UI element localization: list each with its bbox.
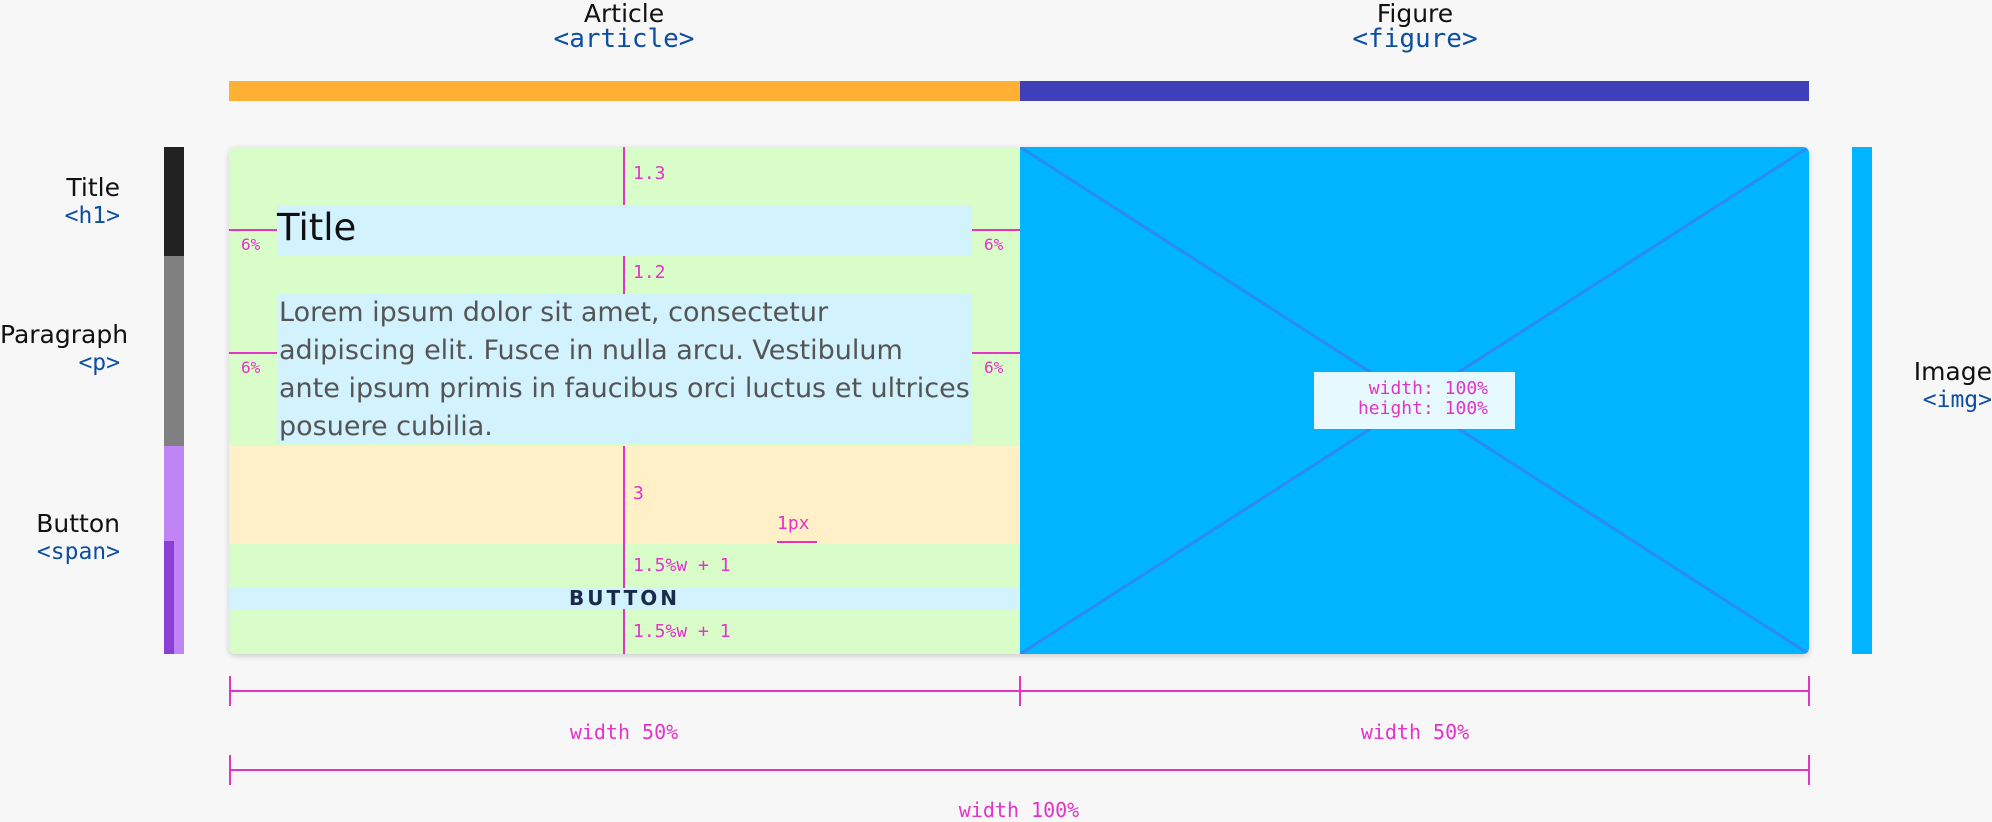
figure-header-tag: <figure> bbox=[1352, 24, 1478, 54]
title-margin-right: 6% bbox=[984, 235, 1004, 254]
button-padding-top: 1.5%w + 1 bbox=[633, 555, 731, 576]
title-margin-left: 6% bbox=[241, 235, 261, 254]
spacing-line-btn-bottom bbox=[623, 609, 625, 654]
image-side-label: Image bbox=[1913, 357, 1992, 386]
border-size-label: 1px bbox=[777, 513, 810, 534]
title-box: Title bbox=[277, 205, 972, 256]
paragraph-box: Lorem ipsum dolor sit amet, consectetur … bbox=[277, 294, 972, 444]
button-side-label: Button bbox=[36, 509, 120, 538]
button-padding-bottom: 1.5%w + 1 bbox=[633, 621, 731, 642]
title-side-tag: <h1> bbox=[64, 203, 120, 229]
full-width-tick-right bbox=[1808, 755, 1810, 785]
paragraph-side-tag: <p> bbox=[78, 350, 120, 376]
spacing-line-mid bbox=[623, 256, 625, 294]
figure-width-label-bottom: width 50% bbox=[1360, 720, 1470, 744]
half-width-tick-mid bbox=[1019, 676, 1021, 706]
article-header-tag: <article> bbox=[553, 24, 695, 54]
figure-width-label: width: 100% bbox=[1368, 378, 1488, 399]
paragraph-margin-left-line bbox=[229, 352, 277, 354]
title-text: Title bbox=[277, 206, 357, 249]
button-inner-bar bbox=[164, 541, 174, 654]
article-width-label: width 50% bbox=[569, 720, 679, 744]
article-header-label: Article bbox=[583, 0, 665, 28]
full-width-line bbox=[229, 769, 1809, 771]
spacing-above-button: 3 bbox=[633, 483, 644, 504]
image-bar bbox=[1852, 147, 1872, 654]
button-box[interactable]: BUTTON bbox=[229, 588, 1020, 609]
paragraph-margin-right: 6% bbox=[984, 358, 1004, 377]
spacing-above-title: 1.3 bbox=[633, 163, 666, 184]
paragraph-bar bbox=[164, 256, 184, 446]
half-width-tick-left bbox=[229, 676, 231, 706]
total-width-label: width 100% bbox=[958, 798, 1080, 822]
button-side-tag: <span> bbox=[36, 539, 120, 565]
figure-color-bar bbox=[1020, 81, 1809, 101]
article-area: Title Lorem ipsum dolor sit amet, consec… bbox=[229, 147, 1020, 654]
title-margin-right-line bbox=[972, 229, 1020, 231]
spacing-line-top bbox=[623, 147, 625, 205]
paragraph-side-label: Paragraph bbox=[0, 320, 129, 349]
button-text[interactable]: BUTTON bbox=[569, 586, 680, 610]
full-width-tick-left bbox=[229, 755, 231, 785]
figure-height-label: height: 100% bbox=[1357, 398, 1488, 419]
paragraph-text: Lorem ipsum dolor sit amet, consectetur … bbox=[279, 297, 970, 442]
title-side-label: Title bbox=[66, 173, 120, 202]
article-color-bar bbox=[229, 81, 1020, 101]
paragraph-margin-right-line bbox=[972, 352, 1020, 354]
spacing-line-btn-top bbox=[623, 544, 625, 588]
image-side-tag: <img> bbox=[1922, 387, 1992, 413]
figure-size-box: width: 100% height: 100% bbox=[1314, 372, 1515, 429]
border-size-line bbox=[777, 541, 817, 543]
paragraph-margin-left: 6% bbox=[241, 358, 261, 377]
half-width-tick-right bbox=[1808, 676, 1810, 706]
spacing-line-spacer bbox=[623, 446, 625, 544]
title-bar bbox=[164, 147, 184, 256]
spacing-above-paragraph: 1.2 bbox=[633, 262, 666, 283]
figure-area: width: 100% height: 100% bbox=[1020, 147, 1809, 654]
title-margin-left-line bbox=[229, 229, 277, 231]
card: Title Lorem ipsum dolor sit amet, consec… bbox=[229, 147, 1809, 654]
figure-header-label: Figure bbox=[1376, 0, 1454, 28]
